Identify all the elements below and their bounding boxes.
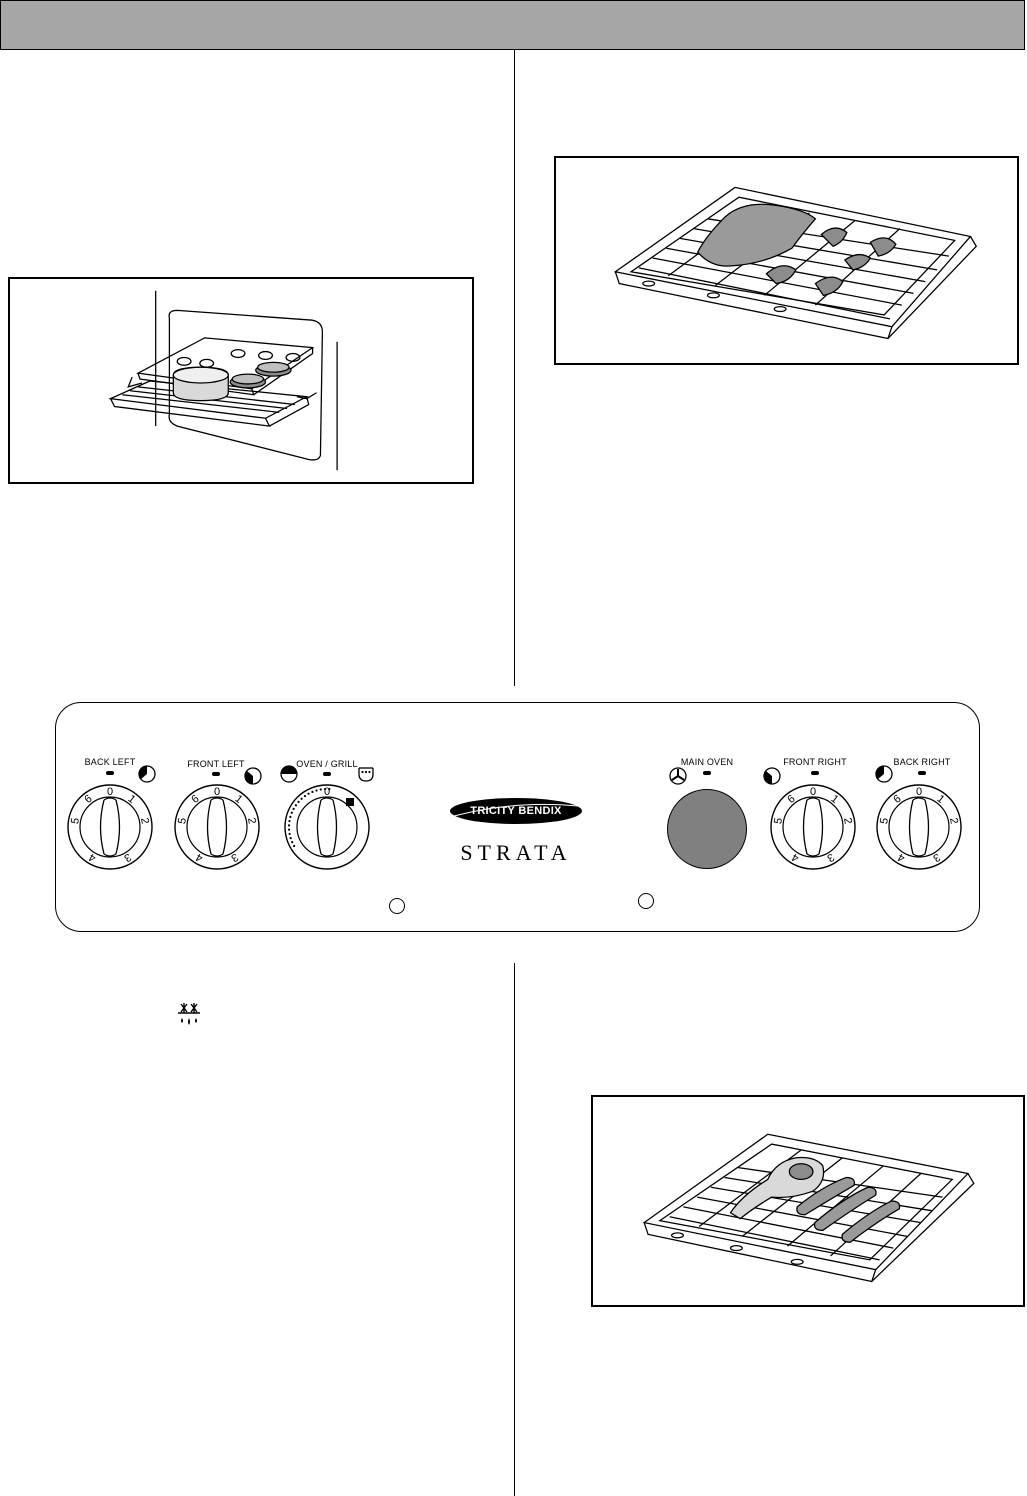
temperature-scale-dot	[328, 787, 331, 791]
indicator-lamp-right	[638, 893, 654, 909]
knob-number: 0	[324, 786, 330, 798]
grill-icon	[358, 767, 374, 782]
knob-number: 5	[772, 817, 785, 825]
brand-name: TRICITY BENDIX	[470, 805, 562, 817]
temperature-scale-dot	[303, 794, 307, 798]
temperature-scale-dot	[300, 797, 303, 800]
figure-grill-pan-steak	[591, 1095, 1025, 1307]
knob-number: 0	[810, 786, 816, 798]
knob-number: 3	[122, 851, 133, 864]
knob-number: 3	[931, 851, 942, 864]
knob-grip	[908, 797, 930, 857]
knob-number: 2	[947, 817, 960, 825]
knob-number: 2	[138, 817, 151, 825]
knob-label-back-right: BACK RIGHT	[893, 757, 951, 767]
temperature-scale-dot	[307, 792, 310, 795]
knob-number: 3	[825, 851, 836, 864]
knob-label-front-right: FRONT RIGHT	[783, 757, 847, 767]
temperature-scale-dot	[290, 811, 293, 814]
oven-grill-knob[interactable]: 0	[282, 782, 372, 872]
brand-logo: TRICITY BENDIX	[448, 796, 584, 826]
knob-indicator-back-right	[918, 771, 926, 775]
temperature-scale-dot	[292, 807, 295, 810]
knob-grip	[802, 797, 824, 857]
knob-number: 4	[87, 851, 98, 864]
knob-number: 4	[896, 851, 907, 864]
grill-pan-steak-illustration	[642, 1133, 975, 1283]
grill-pan-fish-illustration	[613, 186, 978, 340]
temperature-scale-dot	[292, 844, 296, 848]
temperature-scale-dot	[297, 800, 300, 803]
temperature-scale-dot	[289, 837, 292, 840]
knob-number: 0	[214, 786, 220, 798]
temperature-scale-dot	[287, 828, 291, 831]
page-header-bar	[0, 0, 1025, 50]
knob-grip	[206, 797, 228, 857]
temperature-scale-dot	[315, 789, 318, 792]
knob-indicator-main-oven	[703, 771, 711, 775]
temperature-scale-dot	[311, 790, 314, 793]
fan-icon	[669, 767, 687, 785]
oven-shelf-illustration	[108, 290, 338, 471]
knob-label-oven-grill: OVEN / GRILL	[296, 759, 358, 769]
main-oven-knob[interactable]	[667, 789, 747, 869]
hob-position-icon	[244, 767, 262, 785]
knob-grip	[316, 797, 338, 857]
figure-grill-pan-fish	[554, 156, 1019, 365]
model-name: STRATA	[460, 840, 572, 865]
hob-position-icon	[763, 767, 781, 785]
temperature-scale-dot	[291, 841, 294, 844]
temperature-scale-dot	[294, 804, 297, 807]
temperature-scale-dot	[288, 832, 291, 836]
knob-number: 5	[878, 817, 891, 825]
column-divider-bottom	[514, 963, 515, 1496]
knob-number: 2	[245, 817, 258, 825]
temperature-scale-dot	[289, 815, 292, 818]
knob-indicator-oven-grill	[323, 772, 331, 776]
knob-indicator-front-left	[212, 772, 220, 776]
knob-number: 3	[229, 851, 240, 864]
figure-oven-shelf	[8, 277, 474, 484]
defrost-icon	[178, 1003, 200, 1025]
knob-number: 5	[69, 817, 82, 825]
knob-number: 2	[841, 817, 854, 825]
knob-label-main-oven: MAIN OVEN	[680, 757, 734, 767]
temperature-scale-dot	[319, 788, 322, 791]
hob-position-icon	[138, 765, 156, 783]
knob-indicator-front-right	[811, 771, 819, 775]
brand-logo-shape	[450, 798, 582, 824]
knob-label-front-left: FRONT LEFT	[187, 759, 245, 769]
grill-setting-mark	[346, 798, 354, 806]
knob-number: 4	[790, 851, 801, 864]
knob-number: 5	[176, 817, 189, 825]
knob-number: 0	[916, 786, 922, 798]
oven-zone-icon	[280, 765, 298, 783]
knob-number: 0	[107, 786, 113, 798]
hob-position-icon	[875, 765, 893, 783]
temperature-scale-dot	[323, 787, 327, 791]
column-divider-top	[514, 50, 515, 686]
temperature-scale-dot	[288, 819, 291, 823]
knob-grip	[99, 797, 121, 857]
knob-label-back-left: BACK LEFT	[84, 757, 136, 767]
indicator-lamp-left	[389, 898, 405, 914]
knob-number: 4	[194, 851, 205, 864]
knob-indicator-back-left	[106, 771, 114, 775]
temperature-scale-dot	[287, 824, 291, 827]
